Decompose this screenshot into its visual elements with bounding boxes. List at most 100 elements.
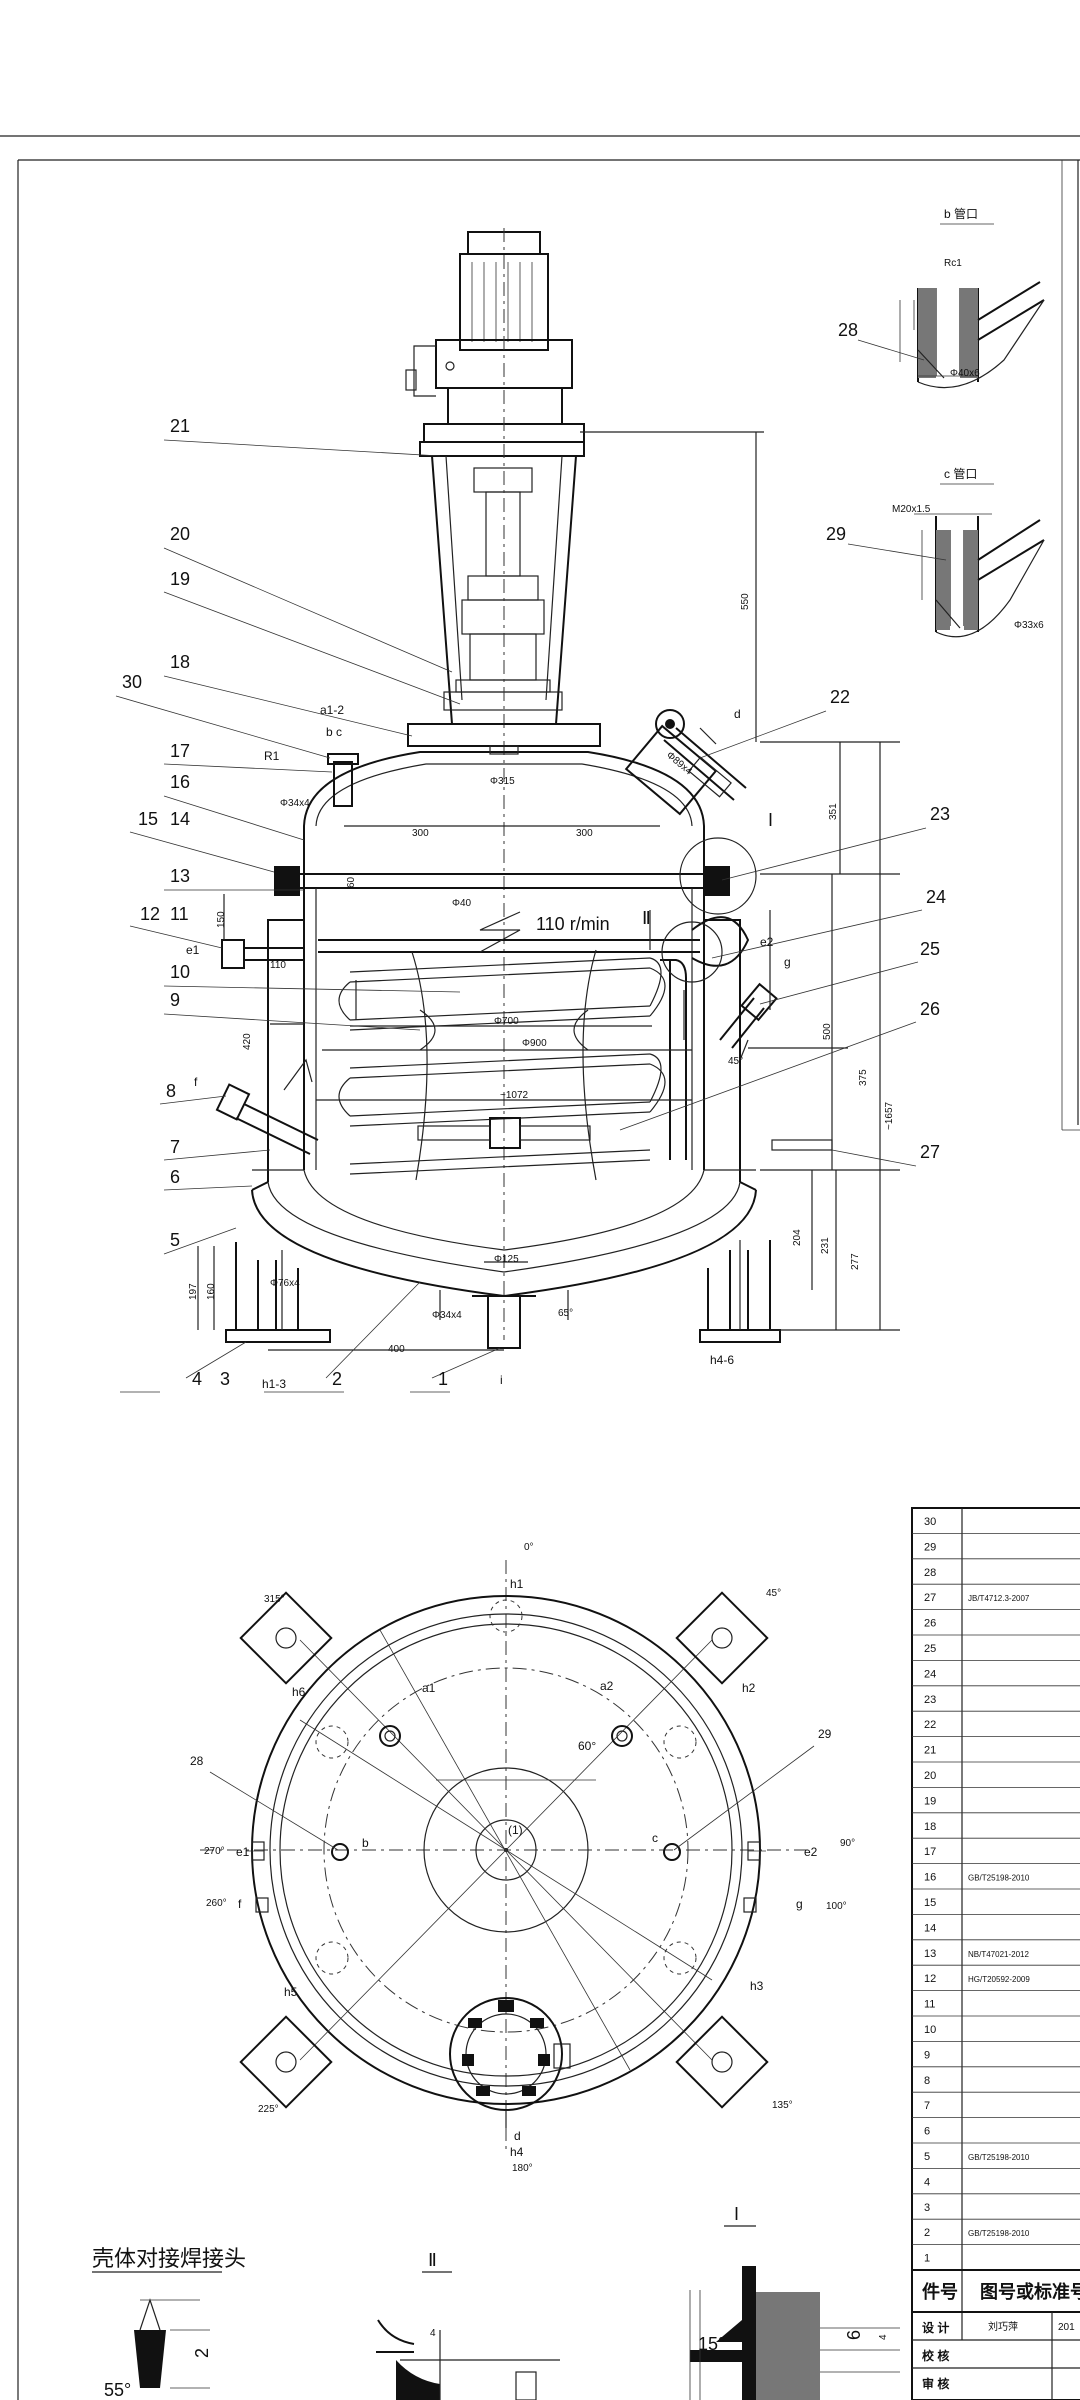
dim-550: 550 <box>740 593 751 610</box>
table-row-number: 29 <box>924 1541 936 1553</box>
plan-point-label: a2 <box>600 1679 614 1693</box>
detail-c-size: M20x1.5 <box>892 504 931 515</box>
dim-351: 351 <box>828 803 839 820</box>
elevation-notes: 110 r/min a1-2 b c d R1 e1 e2 f g i h1-3… <box>186 593 895 1391</box>
detail-markers <box>661 837 757 983</box>
callout-12: 12 <box>140 904 160 924</box>
callout-3: 3 <box>220 1369 230 1389</box>
table-row-number: 22 <box>924 1719 936 1731</box>
section-II-mark: Ⅱ <box>642 908 651 928</box>
vessel-plan-view: 0°45°90°100°135°180°225°260°270°315° h1a… <box>190 1542 855 2174</box>
plan-angle-label: 180° <box>512 2163 533 2174</box>
table-row-number: 16 <box>924 1872 936 1884</box>
table-row-standard: NB/T47021-2012 <box>968 1950 1029 1959</box>
plan-point-label: h2 <box>742 1681 756 1695</box>
plan-angle-label: 90° <box>840 1838 855 1849</box>
callout-16: 16 <box>170 772 190 792</box>
callout-23: 23 <box>930 804 950 824</box>
dim-300b: 300 <box>576 828 593 839</box>
h13-label: h1-3 <box>262 1377 286 1391</box>
date-fragment: 201 <box>1058 2322 1075 2333</box>
dim-500: 500 <box>822 1023 833 1040</box>
h46-label: h4-6 <box>710 1353 734 1367</box>
callout-11: 11 <box>170 904 189 924</box>
callout-30: 30 <box>122 672 142 692</box>
plan-angle-labels: 0°45°90°100°135°180°225°260°270°315° <box>204 1542 855 2174</box>
r1-label: R1 <box>264 749 280 763</box>
dim-60: 60 <box>346 876 357 888</box>
detail-c-callout: 29 <box>826 524 846 544</box>
dim-700: Φ700 <box>494 1016 519 1027</box>
callout-13: 13 <box>170 866 190 886</box>
plan-angle-label: 225° <box>258 2104 279 2115</box>
dim-1072: ~1072 <box>500 1090 529 1101</box>
plan-point-label: h3 <box>750 1979 764 1993</box>
sig-review-label: 审 核 <box>922 2376 949 2391</box>
table-row-number: 20 <box>924 1770 936 1782</box>
dim-197: 197 <box>188 1283 199 1300</box>
callout-1: 1 <box>438 1369 448 1389</box>
dim-420: 420 <box>242 1033 253 1050</box>
table-row-number: 5 <box>924 2151 930 2163</box>
section-II-dim: 4 <box>430 2328 436 2339</box>
detail-b-rc: Rc1 <box>944 258 962 269</box>
table-header-drawing: 图号或标准号 <box>980 2281 1080 2302</box>
sig-design-label: 设 计 <box>922 2320 949 2335</box>
section-I-dim4: 4 <box>878 2334 889 2340</box>
plan-angle-label: 135° <box>772 2100 793 2111</box>
table-row-number: 26 <box>924 1618 936 1630</box>
table-row-number: 19 <box>924 1795 936 1807</box>
table-row-number: 15 <box>924 1897 936 1909</box>
callout-5: 5 <box>170 1230 180 1250</box>
table-header-no: 件号 <box>922 2281 958 2302</box>
callout-27: 27 <box>920 1142 940 1162</box>
weld-details: 壳体对接焊接头 Ⅱ I 55° 2 4 15° 6 4 <box>92 2204 900 2400</box>
dim-400: 400 <box>388 1344 405 1355</box>
nozzle-d-label: d <box>734 707 741 721</box>
side-nozzles <box>215 709 848 1155</box>
table-row-number: 9 <box>924 2049 930 2061</box>
g-label: g <box>784 955 791 969</box>
callout-19: 19 <box>170 569 190 589</box>
table-row-number: 23 <box>924 1694 936 1706</box>
plan-angle-label: 0° <box>524 1542 534 1553</box>
plan-point-label: e1 <box>236 1845 250 1859</box>
body-flange-clamps <box>274 866 730 896</box>
detail-b-callout: 28 <box>838 320 858 340</box>
support-leg-positions <box>315 1599 697 1975</box>
mixer-bracket <box>419 228 585 1340</box>
dimension-lines <box>197 431 900 1351</box>
plan-point-label: h4 <box>510 2145 524 2159</box>
support-legs <box>225 1240 781 1349</box>
detail-b-nozzle: b 管口 Rc1 Φ40x6 28 <box>838 206 1045 389</box>
drawing-frame <box>0 135 1080 2400</box>
nozzle-bc-label: b c <box>326 725 342 739</box>
detail-b-title: b 管口 <box>944 206 978 221</box>
plan-angle-label: 45° <box>766 1588 781 1599</box>
table-row-number: 24 <box>924 1668 936 1680</box>
table-row-standard: HG/T20592-2009 <box>968 1975 1030 1984</box>
plan-point-label: 28 <box>190 1754 204 1768</box>
weld-detail-title: 壳体对接焊接头 <box>92 2246 246 2271</box>
plan-point-label: f <box>238 1897 242 1911</box>
section-I-mark: I <box>768 810 773 830</box>
plan-point-label: c <box>652 1831 658 1845</box>
detail-c-nozzle: c 管口 M20x1.5 Φ33x6 29 <box>826 466 1045 638</box>
dim-34-top: Φ34x4 <box>280 798 310 809</box>
table-row-number: 17 <box>924 1846 936 1858</box>
table-row-number: 28 <box>924 1567 936 1579</box>
vessel-elevation-view: 2120191830171615141312111098765432122232… <box>115 228 950 1393</box>
plan-point-label: 60° <box>578 1739 596 1753</box>
callout-18: 18 <box>170 652 190 672</box>
plan-point-label: h6 <box>292 1685 306 1699</box>
callout-17: 17 <box>170 741 190 761</box>
angle-65-label: 65° <box>558 1308 573 1319</box>
weld-angle-55: 55° <box>104 2380 131 2400</box>
weld-gap-2: 2 <box>192 2348 212 2358</box>
nozzle-a12-label: a1-2 <box>320 703 344 717</box>
sig-check-label: 校 核 <box>922 2348 949 2363</box>
callout-2: 2 <box>332 1369 342 1389</box>
dim-150: 150 <box>216 911 227 928</box>
callout-20: 20 <box>170 524 190 544</box>
